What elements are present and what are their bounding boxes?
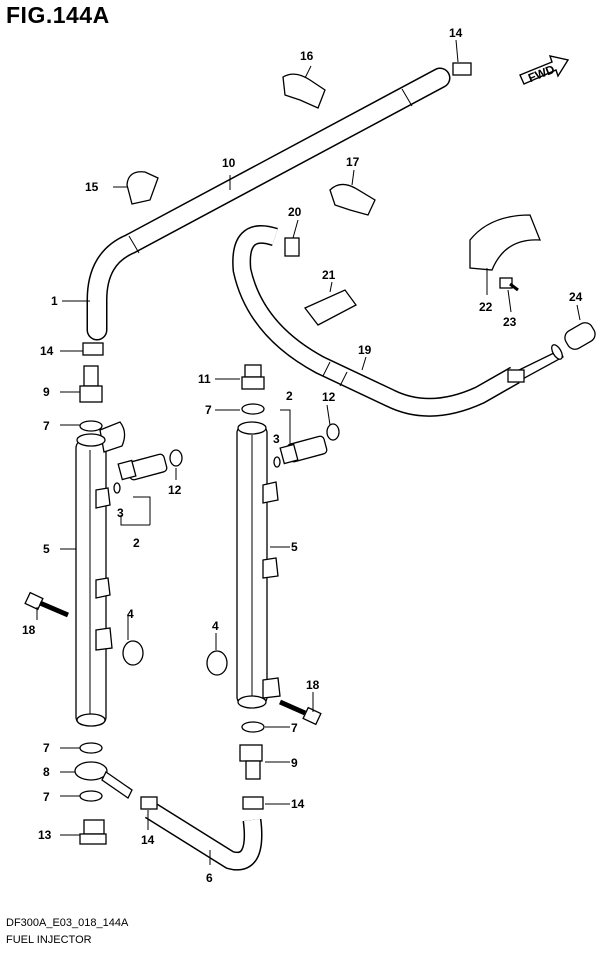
bolt-right xyxy=(278,699,322,726)
clip-21 xyxy=(303,289,357,326)
leader-lines xyxy=(36,39,581,865)
washer-7a xyxy=(79,742,103,754)
callout-2a: 2 xyxy=(133,536,140,550)
callout-12b: 12 xyxy=(322,390,336,404)
callout-14b: 14 xyxy=(40,344,54,358)
callout-11: 11 xyxy=(198,372,211,386)
callout-9b: 9 xyxy=(291,756,298,770)
clip-15 xyxy=(126,171,159,205)
clamp-14-right xyxy=(242,796,264,810)
hose-connector-24 xyxy=(514,322,596,382)
callout-18b: 18 xyxy=(306,678,320,692)
callouts: 1 2 2 3 3 4 4 5 5 6 7 7 7 7 7 8 9 9 10 1… xyxy=(22,26,583,885)
callout-7a: 7 xyxy=(43,419,50,433)
diagram-code: DF300A_E03_018_144A xyxy=(6,917,129,929)
callout-4a: 4 xyxy=(127,607,134,621)
union-9-left xyxy=(79,365,103,403)
callout-18a: 18 xyxy=(22,623,36,637)
washer-7b xyxy=(79,790,103,802)
callout-7b: 7 xyxy=(205,403,212,417)
callout-21: 21 xyxy=(322,268,336,282)
callout-10: 10 xyxy=(222,156,236,170)
clip-20 xyxy=(284,237,300,257)
callout-20: 20 xyxy=(288,205,302,219)
clamp-14-bottom xyxy=(140,796,158,810)
callout-14c: 14 xyxy=(141,833,155,847)
callout-12a: 12 xyxy=(168,483,182,497)
spacer-left xyxy=(122,640,144,666)
fwd-arrow-icon: FWD xyxy=(519,55,570,85)
fuel-hose-6 xyxy=(144,801,263,871)
callout-16: 16 xyxy=(300,49,314,63)
bolt-23 xyxy=(499,277,519,292)
callout-8: 8 xyxy=(43,765,50,779)
callout-3a: 3 xyxy=(117,506,124,520)
clip-16 xyxy=(282,73,326,109)
callout-7c: 7 xyxy=(291,721,298,735)
bolt-13 xyxy=(79,819,107,845)
bolt-left xyxy=(24,591,69,618)
washer-7c xyxy=(241,403,265,415)
plug-11 xyxy=(241,364,265,390)
washer-7d xyxy=(241,721,265,733)
callout-17: 17 xyxy=(346,155,360,169)
callout-14d: 14 xyxy=(291,797,305,811)
banjo-fitting-8 xyxy=(74,761,133,799)
clamp-14-hose xyxy=(507,369,525,383)
clip-17 xyxy=(329,183,376,216)
fwd-label: FWD xyxy=(526,62,557,85)
callout-22: 22 xyxy=(479,300,493,314)
clamp-14-top xyxy=(452,62,472,76)
callout-2b: 2 xyxy=(286,389,293,403)
callout-7d: 7 xyxy=(43,741,50,755)
fuel-hose-return xyxy=(232,225,520,417)
callout-5b: 5 xyxy=(291,540,298,554)
callout-9a: 9 xyxy=(43,385,50,399)
fuel-hose-main xyxy=(86,67,451,341)
spacer-right xyxy=(206,650,228,676)
callout-3b: 3 xyxy=(273,432,280,446)
callout-1: 1 xyxy=(51,294,58,308)
fuel-injector-left xyxy=(113,449,183,494)
callout-4b: 4 xyxy=(212,619,219,633)
fuel-rail-right xyxy=(236,421,281,709)
fuel-rail-left xyxy=(75,421,126,727)
washer-top-left xyxy=(79,420,103,432)
callout-14a: 14 xyxy=(449,26,463,40)
callout-15: 15 xyxy=(85,180,99,194)
fuel-injector-right xyxy=(273,423,340,468)
clamp-14-left xyxy=(82,342,104,356)
figure-title: FIG.144A xyxy=(6,2,110,28)
callout-19: 19 xyxy=(358,343,372,357)
callout-23: 23 xyxy=(503,315,517,329)
callout-13: 13 xyxy=(38,828,52,842)
callout-24: 24 xyxy=(569,290,583,304)
callout-6: 6 xyxy=(206,871,213,885)
callout-5a: 5 xyxy=(43,542,50,556)
bracket-22 xyxy=(469,214,541,271)
callout-7e: 7 xyxy=(43,790,50,804)
union-9-right xyxy=(239,744,263,780)
diagram-name: FUEL INJECTOR xyxy=(6,934,92,946)
